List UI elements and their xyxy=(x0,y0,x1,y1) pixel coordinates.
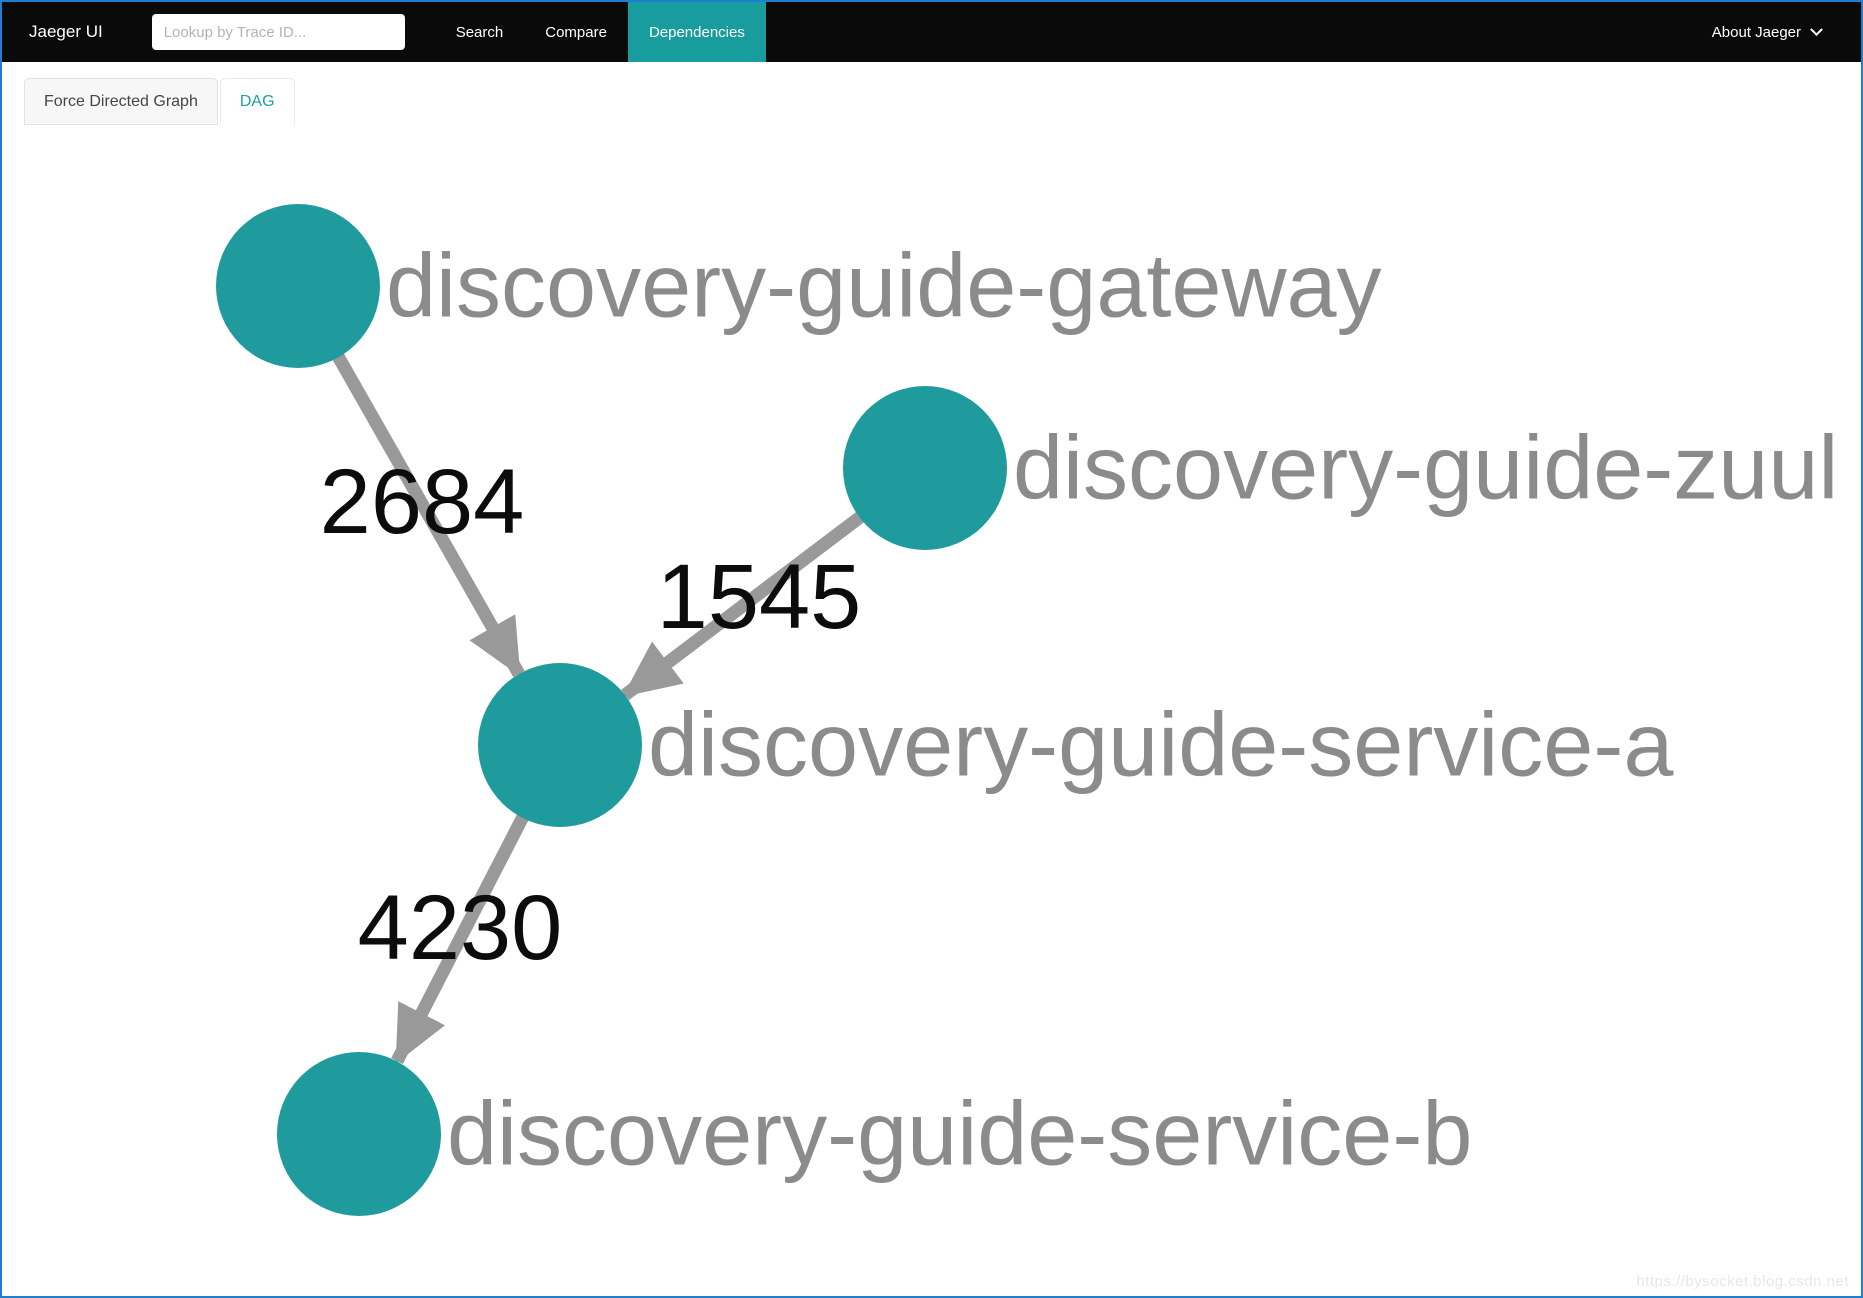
about-jaeger-menu[interactable]: About Jaeger xyxy=(1711,22,1823,41)
node-discovery-guide-gateway xyxy=(216,204,380,368)
edge-count-service-a-service-b: 4230 xyxy=(358,877,563,979)
nav-item-search[interactable]: Search xyxy=(455,23,504,41)
top-nav-menu: Search Compare Dependencies xyxy=(435,2,766,62)
node-label-service-b: discovery-guide-service-b xyxy=(447,1085,1472,1185)
nav-item-dependencies[interactable]: Dependencies xyxy=(627,2,766,62)
tab-force-directed-graph[interactable]: Force Directed Graph xyxy=(24,78,218,125)
node-discovery-guide-service-a xyxy=(478,663,642,827)
node-discovery-guide-service-b xyxy=(277,1052,441,1216)
edge-count-gateway-service-a: 2684 xyxy=(320,451,525,553)
node-label-service-a: discovery-guide-service-a xyxy=(648,696,1674,796)
node-label-gateway: discovery-guide-gateway xyxy=(386,237,1382,337)
trace-id-search-input[interactable] xyxy=(151,14,405,50)
dependencies-view-tabs: Force Directed Graph DAG xyxy=(24,78,1861,125)
about-jaeger-label: About Jaeger xyxy=(1711,23,1801,41)
chevron-down-icon xyxy=(1810,22,1823,36)
jaeger-ui-brand[interactable]: Jaeger UI xyxy=(29,22,103,41)
tab-dag[interactable]: DAG xyxy=(219,78,295,125)
nav-item-compare[interactable]: Compare xyxy=(545,23,607,41)
csdn-watermark: https://bysocket.blog.csdn.net xyxy=(1636,1273,1849,1290)
edge-count-zuul-service-a: 1545 xyxy=(657,546,862,648)
top-nav-bar: Jaeger UI Search Compare Dependencies Ab… xyxy=(2,2,1861,62)
node-label-zuul: discovery-guide-zuul xyxy=(1013,419,1838,519)
node-discovery-guide-zuul xyxy=(843,386,1007,550)
